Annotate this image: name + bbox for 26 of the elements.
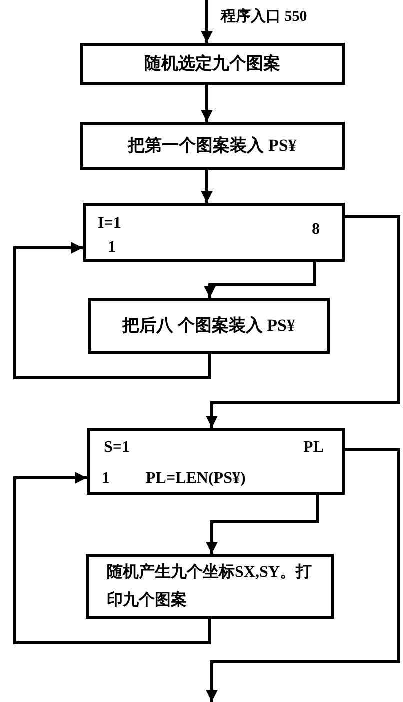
process-box bbox=[88, 298, 330, 354]
arrow bbox=[14, 242, 212, 380]
box-text: I=1 bbox=[98, 214, 122, 234]
box-text: 1 bbox=[108, 238, 116, 258]
arrow bbox=[204, 262, 316, 298]
arrow bbox=[206, 216, 400, 428]
arrow bbox=[201, 0, 213, 43]
arrow bbox=[206, 448, 400, 702]
box-text: 随机产生九个坐标SX,SY。打印九个图案 bbox=[107, 562, 313, 610]
box-text: PL=LEN(PS¥) bbox=[146, 469, 246, 489]
process-box bbox=[87, 428, 345, 495]
box-text: PL bbox=[304, 438, 324, 458]
arrow bbox=[14, 472, 212, 644]
arrow bbox=[206, 495, 320, 554]
process-box bbox=[83, 203, 345, 262]
box-text: 8 bbox=[312, 220, 320, 240]
arrow bbox=[201, 85, 213, 122]
box-text: 把后八 个图案装入 PS¥ bbox=[122, 315, 296, 337]
process-box bbox=[80, 43, 345, 85]
box-text: S=1 bbox=[104, 438, 130, 458]
box-text: 把第一个图案装入 PS¥ bbox=[128, 135, 297, 157]
process-box bbox=[86, 554, 334, 619]
process-box bbox=[80, 122, 345, 170]
box-text: 1 bbox=[102, 469, 110, 489]
arrow bbox=[201, 170, 213, 203]
box-text: 随机选定九个图案 bbox=[144, 53, 280, 75]
